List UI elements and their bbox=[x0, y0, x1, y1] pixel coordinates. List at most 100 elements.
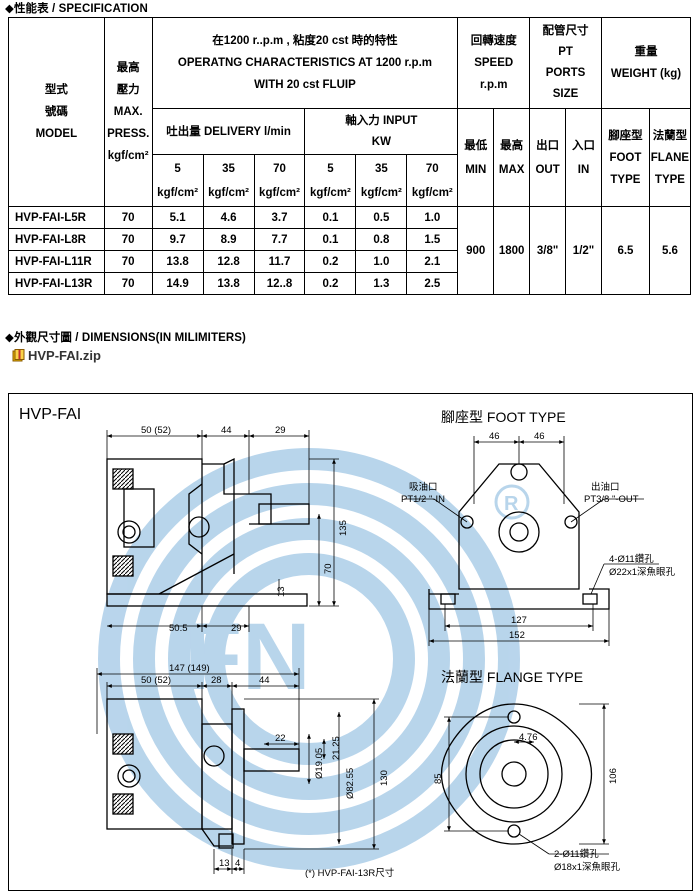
speed-header: 回轉速度 SPEED r.p.m bbox=[457, 17, 531, 109]
spec-section-title: ◆性能表 / SPECIFICATION bbox=[5, 3, 148, 15]
weight-flange-cell: 5.6 bbox=[648, 206, 692, 295]
dim-46-left: 46 bbox=[489, 431, 500, 442]
model-header: 型式 號碼 MODEL bbox=[8, 17, 105, 207]
model-cell: HVP-FAI-L8R bbox=[8, 228, 105, 251]
weight-header: 重量 WEIGHT (kg) bbox=[600, 17, 692, 109]
delivery-cell: 13.8 bbox=[151, 250, 204, 273]
download-link[interactable]: HVP-FAI.zip bbox=[12, 348, 101, 363]
dim-4-76: 4.76 bbox=[519, 732, 538, 743]
foot-type-label: 腳座型 FOOT TYPE bbox=[441, 409, 566, 425]
delivery-cell: 5.1 bbox=[151, 206, 204, 229]
flange-front-view bbox=[441, 703, 592, 845]
pressure-cell: 70 bbox=[103, 250, 153, 273]
dim-4: 4 bbox=[235, 858, 240, 869]
dim-44-flange: 44 bbox=[259, 675, 270, 686]
table-row: HVP-FAI-L11R 70 13.8 12.8 11.7 0.2 1.0 2… bbox=[8, 250, 691, 273]
inlet-label-size: PT1/2 "-IN bbox=[401, 494, 445, 505]
dim-70: 70 bbox=[323, 563, 334, 574]
dim-152: 152 bbox=[509, 630, 525, 641]
dim-127: 127 bbox=[511, 615, 527, 626]
pressure-cell: 70 bbox=[103, 206, 153, 229]
table-row: HVP-FAI-L5R 70 5.1 4.6 3.7 0.1 0.5 1.0 9… bbox=[8, 206, 692, 295]
pressure-cell: 70 bbox=[103, 272, 153, 295]
flange-front-dimensions bbox=[444, 703, 609, 855]
svg-text:FN: FN bbox=[184, 604, 311, 710]
dim-13-flange: 13 bbox=[219, 858, 230, 869]
dim-82-55: Ø82.55 bbox=[345, 768, 356, 799]
dim-13: 13 bbox=[276, 586, 287, 597]
outlet-label-size: PT3/8 "-OUT bbox=[584, 494, 639, 505]
dim-19-05: Ø19.05 bbox=[314, 748, 325, 779]
port-out-cell: 3/8" bbox=[529, 206, 567, 295]
dim-29b: 29 bbox=[231, 623, 242, 634]
input-cell: 0.5 bbox=[355, 206, 408, 229]
dim-21-25: 21.25 bbox=[331, 736, 342, 760]
dim-50-52: 50 (52) bbox=[141, 425, 171, 436]
delivery-header: 吐出量 DELIVERY l/min bbox=[151, 108, 306, 155]
foot-counterbore-spec: Ø22x1深魚眼孔 bbox=[609, 566, 675, 578]
dim-85: 85 bbox=[433, 773, 444, 784]
flange-hole-spec: 2-Ø11鑽孔 bbox=[554, 848, 599, 860]
table-row: HVP-FAI-L13R 70 14.9 13.8 12..8 0.2 1.3 … bbox=[8, 272, 691, 295]
brand-watermark-logo: FN R bbox=[98, 448, 530, 870]
input-cell: 0.1 bbox=[304, 228, 357, 251]
delivery-cell: 14.9 bbox=[151, 272, 204, 295]
dim-28: 28 bbox=[211, 675, 222, 686]
dim-106: 106 bbox=[608, 768, 619, 784]
dim-29: 29 bbox=[275, 425, 286, 436]
drawing-svg: FN R HVP-FAI bbox=[19, 406, 675, 879]
pressure-header: 最高 壓力 MAX. PRESS. kgf/cm² bbox=[103, 17, 153, 207]
flange-side-view bbox=[106, 698, 300, 849]
drawing-title: HVP-FAI bbox=[19, 406, 81, 423]
input-header: 軸入力 INPUT KW bbox=[304, 108, 459, 155]
input-cell: 1.3 bbox=[355, 272, 408, 295]
input-cell: 1.5 bbox=[406, 228, 459, 251]
dim-135: 135 bbox=[338, 520, 349, 536]
drawing-note: (*) HVP-FAI-13R尺寸 bbox=[305, 867, 395, 879]
model-cell: HVP-FAI-L5R bbox=[8, 206, 105, 229]
port-in-cell: 1/2" bbox=[565, 206, 602, 295]
foot-hole-spec: 4-Ø11鑽孔 bbox=[609, 553, 654, 565]
delivery-cell: 12..8 bbox=[253, 272, 306, 295]
input-cell: 0.2 bbox=[304, 250, 357, 273]
delivery-cell: 13.8 bbox=[202, 272, 255, 295]
dim-50-5: 50.5 bbox=[169, 623, 188, 634]
input-cell: 0.8 bbox=[355, 228, 408, 251]
dimensions-section-title: ◆外觀尺寸圖 / DIMENSIONS(IN MILIMITERS) bbox=[5, 332, 246, 344]
dim-147-149: 147 (149) bbox=[169, 663, 210, 674]
delivery-cell: 9.7 bbox=[151, 228, 204, 251]
delivery-cell: 3.7 bbox=[253, 206, 306, 229]
input-cell: 2.5 bbox=[406, 272, 459, 295]
svg-text:R: R bbox=[504, 493, 519, 515]
foot-side-view bbox=[106, 457, 310, 607]
foot-front-dimensions bbox=[404, 436, 659, 646]
dim-46-right: 46 bbox=[534, 431, 545, 442]
flange-counterbore-spec: Ø18x1深魚眼孔 bbox=[554, 861, 620, 873]
dim-44: 44 bbox=[221, 425, 232, 436]
model-cell: HVP-FAI-L13R bbox=[8, 272, 105, 295]
model-cell: HVP-FAI-L11R bbox=[8, 250, 105, 273]
dim-50-52-flange: 50 (52) bbox=[141, 675, 171, 686]
dimension-drawing: FN R HVP-FAI bbox=[8, 393, 693, 891]
inlet-label-cn: 吸油口 bbox=[409, 481, 438, 493]
input-cell: 0.2 bbox=[304, 272, 357, 295]
download-label: HVP-FAI.zip bbox=[28, 348, 101, 363]
delivery-cell: 12.8 bbox=[202, 250, 255, 273]
characteristics-header: 在1200 r..p.m , 粘度20 cst 時的特性 OPERATNG CH… bbox=[151, 17, 459, 109]
speed-max-cell: 1800 bbox=[493, 206, 531, 295]
delivery-cell: 4.6 bbox=[202, 206, 255, 229]
flange-type-label: 法蘭型 FLANGE TYPE bbox=[441, 669, 583, 685]
dim-22: 22 bbox=[275, 733, 286, 744]
input-cell: 1.0 bbox=[355, 250, 408, 273]
